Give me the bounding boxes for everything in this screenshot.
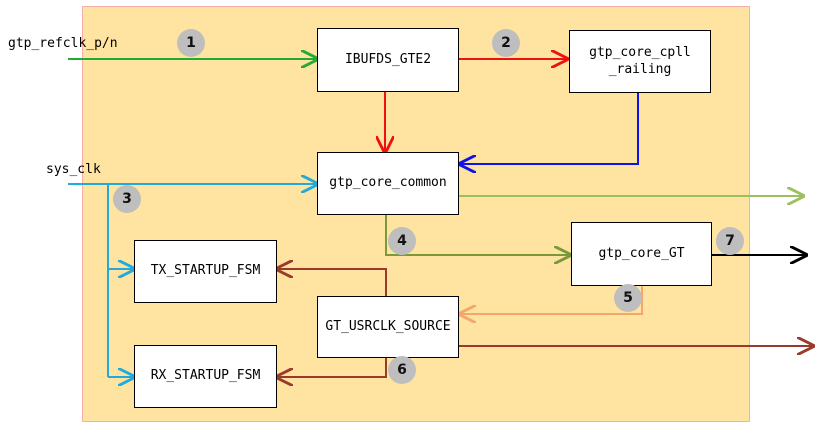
badge-3: 3 bbox=[113, 185, 141, 213]
badge-5: 5 bbox=[614, 284, 642, 312]
badge-2: 2 bbox=[492, 29, 520, 57]
common-block: gtp_core_common bbox=[317, 152, 459, 215]
badge-4: 4 bbox=[388, 227, 416, 255]
badge-7: 7 bbox=[716, 227, 744, 255]
common-to-gt-line bbox=[385, 215, 570, 255]
badge-6: 6 bbox=[388, 356, 416, 384]
usrclk-source-block: GT_USRCLK_SOURCE bbox=[317, 296, 459, 358]
gt-block: gtp_core_GT bbox=[571, 222, 712, 286]
usrclk-to-rx-line bbox=[277, 358, 387, 377]
cpll-railing-block: gtp_core_cpll _railing bbox=[569, 30, 711, 93]
rx-startup-fsm-block: RX_STARTUP_FSM bbox=[134, 345, 277, 408]
usrclk-to-tx-line bbox=[277, 269, 387, 296]
sysclk-label: sys_clk bbox=[46, 162, 101, 177]
gt-to-usrclk-line bbox=[460, 286, 643, 314]
ibufds-block: IBUFDS_GTE2 bbox=[317, 28, 459, 92]
tx-startup-fsm-block: TX_STARTUP_FSM bbox=[134, 240, 277, 303]
cpll-to-common-line bbox=[460, 93, 639, 164]
refclk-label: gtp_refclk_p/n bbox=[8, 36, 118, 51]
badge-1: 1 bbox=[177, 29, 205, 57]
